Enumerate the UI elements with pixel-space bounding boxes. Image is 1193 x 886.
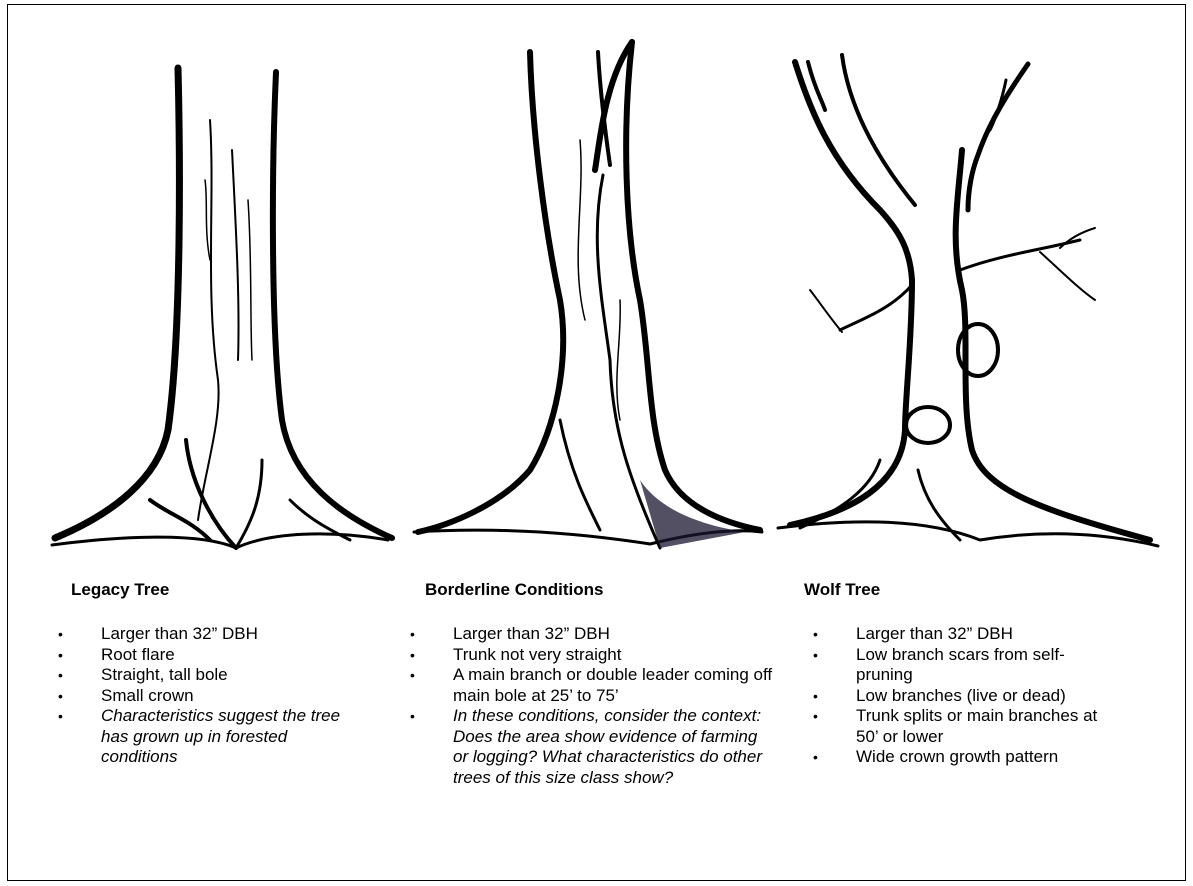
list-item: •Trunk not very straight: [453, 645, 773, 666]
borderline-tree-drawing: [418, 42, 760, 548]
bullet-icon: •: [813, 624, 818, 645]
borderline-list: •Larger than 32” DBH •Trunk not very str…: [453, 624, 773, 788]
wolf-tree-drawing: [790, 55, 1150, 540]
bullet-icon: •: [58, 686, 63, 707]
wolf-tree-column: Wolf Tree •Larger than 32” DBH •Low bran…: [804, 580, 1144, 768]
list-item: •Wide crown growth pattern: [856, 747, 1106, 768]
bullet-icon: •: [813, 706, 818, 727]
bullet-icon: •: [813, 686, 818, 707]
legacy-tree-title: Legacy Tree: [71, 580, 371, 600]
legacy-tree-column: Legacy Tree •Larger than 32” DBH •Root f…: [71, 580, 371, 768]
list-item: •Low branch scars from self-pruning: [856, 645, 1106, 686]
bullet-icon: •: [410, 665, 415, 686]
borderline-column: Borderline Conditions •Larger than 32” D…: [425, 580, 765, 788]
bullet-icon: •: [813, 747, 818, 768]
list-item: •Low branches (live or dead): [856, 686, 1106, 707]
legacy-tree-list: •Larger than 32” DBH •Root flare •Straig…: [101, 624, 351, 768]
list-item: •Trunk splits or main branches at 50’ or…: [856, 706, 1106, 747]
list-item: •Root flare: [101, 645, 351, 666]
bullet-icon: •: [58, 665, 63, 686]
list-item: •Small crown: [101, 686, 351, 707]
list-item: •Characteristics suggest the tree has gr…: [101, 706, 351, 768]
bullet-icon: •: [410, 645, 415, 666]
bullet-icon: •: [410, 706, 415, 727]
borderline-title: Borderline Conditions: [425, 580, 765, 600]
list-item: •Larger than 32” DBH: [453, 624, 773, 645]
list-item: •A main branch or double leader coming o…: [453, 665, 773, 706]
list-item: •Larger than 32” DBH: [101, 624, 351, 645]
legacy-tree-drawing: [55, 68, 392, 548]
list-item: •Larger than 32” DBH: [856, 624, 1106, 645]
wolf-tree-title: Wolf Tree: [804, 580, 1144, 600]
bullet-icon: •: [58, 624, 63, 645]
tree-illustrations: [0, 0, 1193, 560]
list-item: •Straight, tall bole: [101, 665, 351, 686]
bullet-icon: •: [813, 645, 818, 666]
bullet-icon: •: [58, 706, 63, 727]
bullet-icon: •: [410, 624, 415, 645]
wolf-tree-list: •Larger than 32” DBH •Low branch scars f…: [856, 624, 1106, 768]
list-item: •In these conditions, consider the conte…: [453, 706, 773, 788]
bullet-icon: •: [58, 645, 63, 666]
